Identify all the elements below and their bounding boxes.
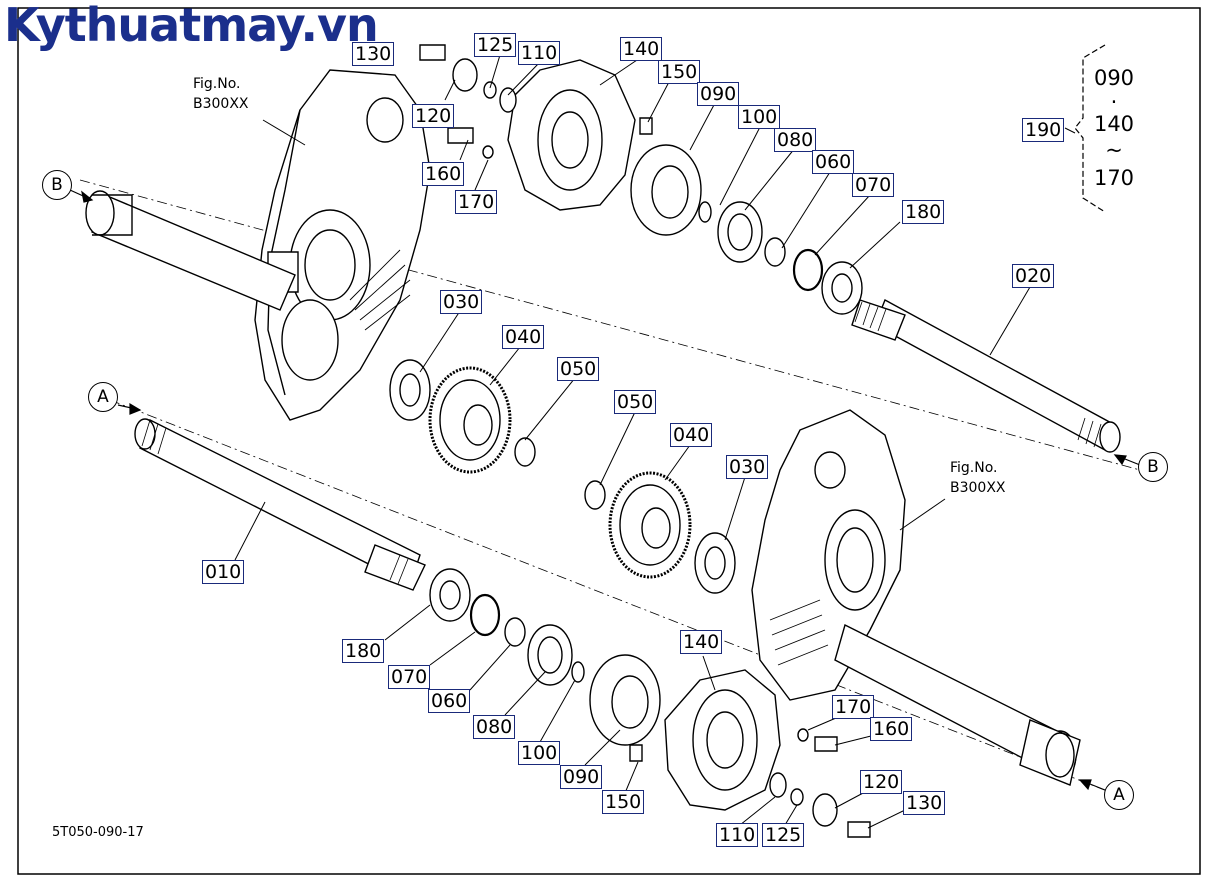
callout-upper-180[interactable]: 180 [902,200,945,224]
lower-housing [752,410,905,700]
callout-lower-040[interactable]: 040 [670,423,713,447]
site-watermark: Kythuatmay.vn [4,0,379,52]
shaft-ref-a-left: A [88,382,118,412]
group-mid: 140 [1093,112,1135,136]
callout-upper-125[interactable]: 125 [474,33,517,57]
group-dot: · [1110,90,1118,114]
callout-upper-030[interactable]: 030 [440,290,483,314]
upper-sleeve [86,191,295,310]
callout-upper-170[interactable]: 170 [455,190,498,214]
callout-lower-070[interactable]: 070 [388,665,431,689]
shaft-020 [852,300,1120,452]
diagram-code: 5T050-090-17 [52,825,144,840]
group-top: 090 [1093,66,1135,90]
callout-lower-125[interactable]: 125 [762,823,805,847]
callout-upper-050[interactable]: 050 [557,357,600,381]
callout-upper-150[interactable]: 150 [658,60,701,84]
callout-lower-120[interactable]: 120 [860,770,903,794]
fig-ref-lower-line1: Fig.No. [950,460,998,476]
callout-upper-090[interactable]: 090 [697,82,740,106]
group-tilde: ~ [1105,138,1123,162]
upper-gear-train [390,360,535,472]
callout-lower-010[interactable]: 010 [202,560,245,584]
fig-ref-upper-line1: Fig.No. [193,76,241,92]
fig-ref-upper-line2: B300XX [193,96,249,112]
group-bracket [1075,45,1105,212]
callout-lower-110[interactable]: 110 [716,823,759,847]
shaft-ref-b-right: B [1138,452,1168,482]
shaft-ref-a-right: A [1104,780,1134,810]
diagram-frame [18,8,1200,874]
leader-lines [235,55,1075,828]
callout-upper-100[interactable]: 100 [738,105,781,129]
group-bottom: 170 [1093,166,1135,190]
upper-hub-parts [420,45,862,314]
shaft-ref-b-left: B [42,170,72,200]
shaft-reference-arrows [70,190,1140,790]
callout-lower-150[interactable]: 150 [602,790,645,814]
callout-lower-160[interactable]: 160 [870,717,913,741]
lower-sleeve [835,625,1080,785]
callout-lower-170[interactable]: 170 [832,695,875,719]
callout-upper-080[interactable]: 080 [774,128,817,152]
fig-ref-upper: Fig.No. B300XX [193,74,249,114]
callout-lower-050[interactable]: 050 [614,390,657,414]
lower-hub-parts [430,569,870,837]
callout-lower-130[interactable]: 130 [903,791,946,815]
shaft-010 [135,419,425,590]
fig-ref-lower: Fig.No. B300XX [950,458,1006,498]
callout-upper-110[interactable]: 110 [518,41,561,65]
callout-lower-100[interactable]: 100 [518,741,561,765]
callout-upper-070[interactable]: 070 [852,173,895,197]
callout-upper-040[interactable]: 040 [502,325,545,349]
callout-lower-140[interactable]: 140 [680,630,723,654]
callout-lower-180[interactable]: 180 [342,639,385,663]
callout-upper-020[interactable]: 020 [1012,264,1055,288]
callout-lower-060[interactable]: 060 [428,689,471,713]
callout-upper-160[interactable]: 160 [422,162,465,186]
callout-upper-140[interactable]: 140 [620,37,663,61]
callout-upper-060[interactable]: 060 [812,150,855,174]
lower-gear-train [585,473,735,593]
callout-upper-120[interactable]: 120 [412,104,455,128]
callout-upper-130[interactable]: 130 [352,42,395,66]
callout-lower-080[interactable]: 080 [473,715,516,739]
callout-lower-030[interactable]: 030 [726,455,769,479]
callout-lower-090[interactable]: 090 [560,765,603,789]
callout-190[interactable]: 190 [1022,118,1065,142]
fig-ref-lower-line2: B300XX [950,480,1006,496]
